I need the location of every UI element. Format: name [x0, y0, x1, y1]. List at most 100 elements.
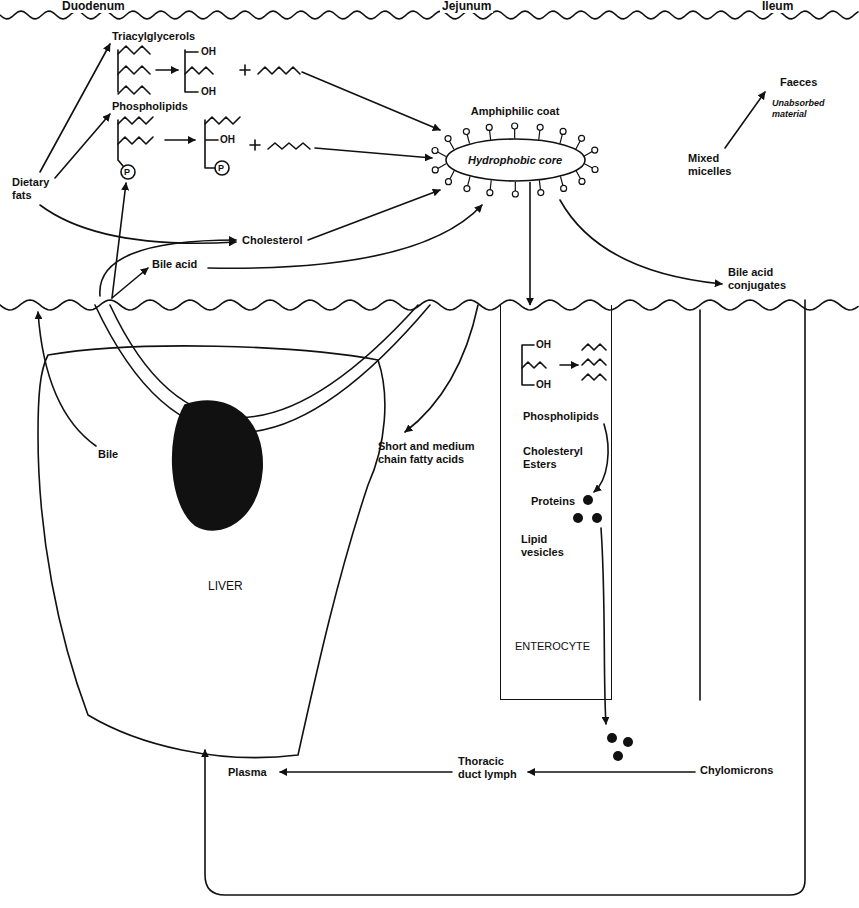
polar-head: [487, 190, 493, 196]
polar-head: [592, 147, 598, 153]
node-label: Lipid vesicles: [521, 533, 576, 559]
glycerol-backbone: [522, 345, 534, 385]
node-label: Hydrophobic core: [468, 154, 562, 167]
polar-head-stalk: [450, 171, 454, 179]
group-label: OH: [220, 133, 235, 146]
polar-head: [432, 167, 438, 173]
node-heading: Amphiphilic coat: [471, 105, 560, 118]
flow-arrow: [560, 200, 722, 284]
lymph-arrow: [528, 771, 695, 773]
liver-organ: LIVER: [18, 335, 388, 765]
component-label: Cholesterol: [242, 234, 303, 247]
reaction-arrow: [165, 139, 195, 141]
polar-head: [512, 123, 518, 129]
polar-head-stalk: [467, 135, 469, 144]
flow-arrow: [112, 268, 148, 298]
group-label: OH: [536, 338, 551, 351]
region-label: Ileum: [760, 0, 795, 13]
polar-head: [538, 190, 544, 196]
flow-arrow: [302, 72, 440, 130]
polar-head: [464, 186, 470, 192]
component-label: Mixed micelles: [688, 152, 750, 178]
polar-head-stalk: [449, 141, 453, 149]
node-label: LIVER: [208, 580, 243, 593]
glycerol-backbone: [117, 50, 119, 92]
lipid-vesicle: [613, 751, 623, 761]
component-label: Bile acid: [152, 258, 197, 271]
fatty-acid-chain: [268, 143, 310, 149]
fatty-acid-chain: [522, 362, 546, 368]
polar-head-stalk: [514, 129, 515, 138]
group-label: OH: [201, 85, 216, 98]
node-label: Proteins: [531, 495, 575, 508]
polar-head: [512, 191, 518, 197]
fatty-acid-chain: [118, 46, 150, 54]
polar-head: [560, 128, 566, 134]
polar-head-stalk: [539, 181, 540, 190]
component-label: Phospholipids: [112, 100, 188, 113]
component-label: Dietary fats: [12, 176, 64, 202]
polar-head: [432, 147, 438, 153]
phosphate-circle: [215, 161, 229, 175]
node-label: ENTEROCYTE: [515, 640, 590, 653]
drawing: [0, 11, 858, 895]
enterocyte-cell: PhospholipidsCholesteryl EstersProteinsL…: [500, 305, 612, 700]
fatty-acid-chain: [118, 117, 153, 124]
polar-head: [561, 185, 567, 191]
gallbladder: [173, 401, 263, 530]
polar-head: [537, 124, 543, 130]
return-arrow: [205, 300, 805, 895]
bile-duct: [95, 305, 430, 433]
component-label: Chylomicrons: [700, 764, 773, 777]
lipid-vesicle: [607, 733, 617, 743]
fatty-acid-chain: [205, 117, 240, 124]
group-label: OH: [201, 45, 216, 58]
assembly-arrow: [594, 424, 608, 492]
polar-head-stalk: [560, 134, 562, 143]
flow-connector: [529, 182, 531, 305]
glycerol-backbone: [205, 120, 218, 168]
polar-head: [445, 136, 451, 142]
bile-duct: [110, 305, 418, 418]
flow-arrow: [40, 205, 236, 243]
lipid-vesicle: [583, 495, 593, 505]
group-label: P: [124, 166, 130, 179]
polar-head-stalk: [539, 130, 540, 139]
fatty-acid-chain: [582, 359, 606, 365]
region-label: Duodenum: [60, 0, 127, 13]
fatty-acid-chain: [118, 137, 153, 144]
gut-wall: [0, 11, 858, 19]
group-label: OH: [536, 378, 551, 391]
polar-head-stalk: [576, 141, 580, 149]
group-label: P: [218, 162, 224, 175]
fatty-acid-chain: [258, 67, 300, 74]
fatty-acid-chain: [185, 67, 213, 74]
plus-sign: [250, 140, 260, 150]
component-label: Thoracic duct lymph: [458, 755, 526, 781]
secretion-arrow: [601, 528, 606, 724]
component-label: Triacylglycerols: [112, 30, 195, 43]
fatty-acid-chain: [582, 344, 606, 350]
flow-arrow: [725, 92, 765, 148]
lipid-vesicle: [623, 737, 633, 747]
polar-head: [463, 129, 469, 135]
lipid-vesicle: [592, 513, 602, 523]
polar-head-stalk: [561, 177, 563, 186]
polar-head-stalk: [490, 130, 491, 139]
phosphate-circle: [121, 165, 135, 179]
polar-head-stalk: [490, 181, 491, 190]
flow-arrow: [308, 190, 440, 240]
node-label: Phospholipids: [523, 410, 599, 423]
bile-arrow: [38, 312, 96, 446]
fatty-acid-chain: [582, 374, 606, 380]
region-label: Jejunum: [440, 0, 493, 13]
plasma-arrow: [280, 771, 452, 773]
polar-head-stalk: [584, 164, 592, 168]
polar-head-stalk: [468, 177, 470, 186]
reaction-arrow: [156, 69, 178, 71]
micelle: Amphiphilic coatHydrophobic core: [445, 138, 586, 182]
flow-arrow: [112, 183, 126, 298]
component-label: Faeces: [780, 76, 817, 89]
